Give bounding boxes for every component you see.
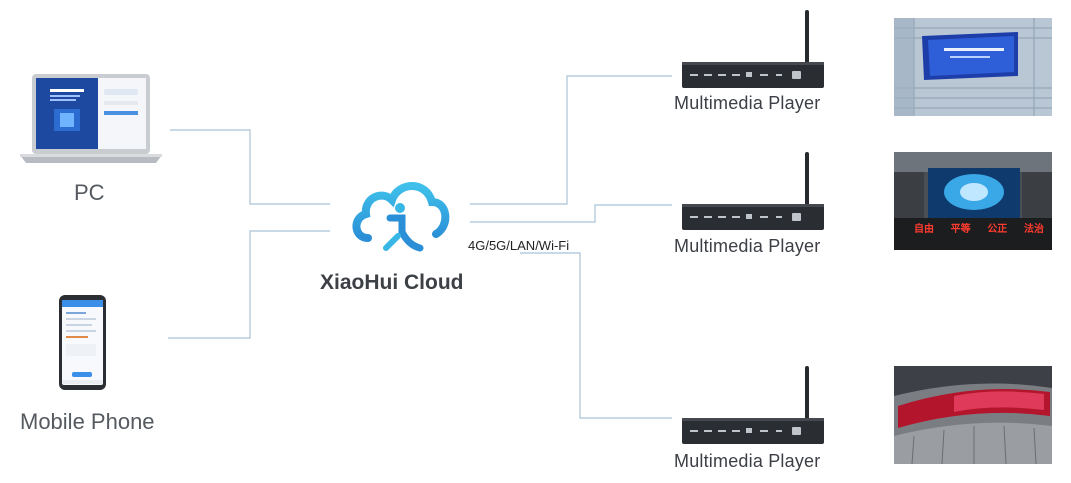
mobile-phone-label: Mobile Phone: [20, 409, 155, 434]
pc-label: PC: [74, 180, 105, 205]
connector-pc-cloud: [170, 129, 330, 205]
led-screen-photo: [894, 18, 1052, 116]
led-banner-text: 自由 平等 公正 法治: [914, 220, 1044, 235]
cloud-label: XiaoHui Cloud: [320, 271, 464, 294]
connector-cloud-player-1: [470, 75, 672, 205]
player-label: Multimedia Player: [674, 236, 821, 256]
network-label: 4G/5G/LAN/Wi-Fi: [468, 238, 570, 253]
connector-cloud-player-2: [470, 204, 672, 223]
led-screen-photo: [894, 366, 1052, 464]
player-label: Multimedia Player: [674, 451, 821, 471]
mobile-phone-icon: [58, 294, 108, 392]
laptop-icon: [20, 73, 162, 165]
player-device-icon: [680, 150, 826, 232]
player-label: Multimedia Player: [674, 93, 821, 113]
led-text-4: 法治: [1023, 224, 1044, 235]
player-device-icon: [680, 364, 826, 446]
led-text-2: 平等: [950, 224, 971, 235]
led-screen-photo: 自由 平等 公正 法治: [894, 152, 1052, 250]
cloud-logo-icon: [350, 174, 450, 252]
player-device-icon: [680, 8, 826, 90]
connector-phone-cloud: [168, 230, 330, 339]
connector-cloud-player-3: [520, 252, 672, 419]
led-text-1: 自由: [914, 224, 934, 235]
led-text-3: 公正: [987, 224, 1008, 235]
